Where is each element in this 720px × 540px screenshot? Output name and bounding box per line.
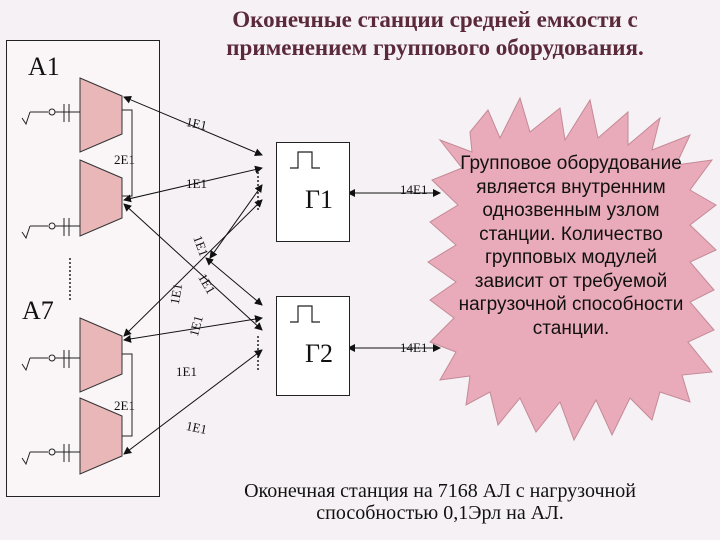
page-title: Оконечные станции средней емкости с прим… [150, 6, 720, 62]
module-a1-1 [79, 77, 123, 153]
group-unit-g2: Г2 [276, 296, 350, 396]
g1-label: Г1 [305, 185, 334, 214]
pulse-g2-top [290, 305, 320, 323]
link-a7m1-g2 [123, 315, 263, 343]
pulse-g1-top [290, 151, 320, 169]
title-line-2: применением группового оборудования. [226, 35, 644, 60]
group-unit-g1: Г1 [276, 142, 350, 242]
label-a1: А1 [28, 52, 60, 81]
subscriber-line-4 [21, 444, 80, 466]
module-a7-1 [79, 317, 123, 393]
link-a1m1-g1 [123, 96, 263, 156]
caption-line-1: Оконечная станция на 7168 АЛ с нагрузочн… [244, 480, 636, 502]
callout-text: Групповое оборудование является внутренн… [458, 153, 684, 339]
link-label-14e1-g1: 14Е1 [400, 182, 428, 197]
subscriber-line-3 [21, 350, 80, 372]
module-a1-2 [79, 159, 123, 237]
link-label-1e1-b: 1Е1 [186, 176, 207, 191]
link-label-2e1-b: 2Е1 [114, 398, 135, 413]
link-cross-1 [209, 184, 263, 259]
g2-label: Г2 [305, 339, 334, 368]
subscriber-line-1 [21, 104, 80, 126]
link-label-2e1-a: 2Е1 [114, 152, 135, 167]
link-label-1e1-g: 1Е1 [176, 364, 197, 379]
subscriber-line-2 [21, 218, 80, 240]
module-a7-2 [79, 397, 123, 475]
link-a1m2-g1 [123, 165, 263, 203]
caption: Оконечная станция на 7168 АЛ с нагрузочн… [160, 480, 720, 524]
title-line-1: Оконечные станции средней емкости с [232, 7, 638, 32]
link-label-14e1-g2: 14Е1 [400, 340, 428, 355]
callout-star [427, 96, 717, 442]
link-cross-2 [205, 257, 263, 306]
caption-line-2: способностью 0,1Эрл на АЛ. [316, 502, 564, 524]
label-a7: А7 [22, 296, 54, 325]
link-a7m2-g2 [123, 349, 263, 455]
